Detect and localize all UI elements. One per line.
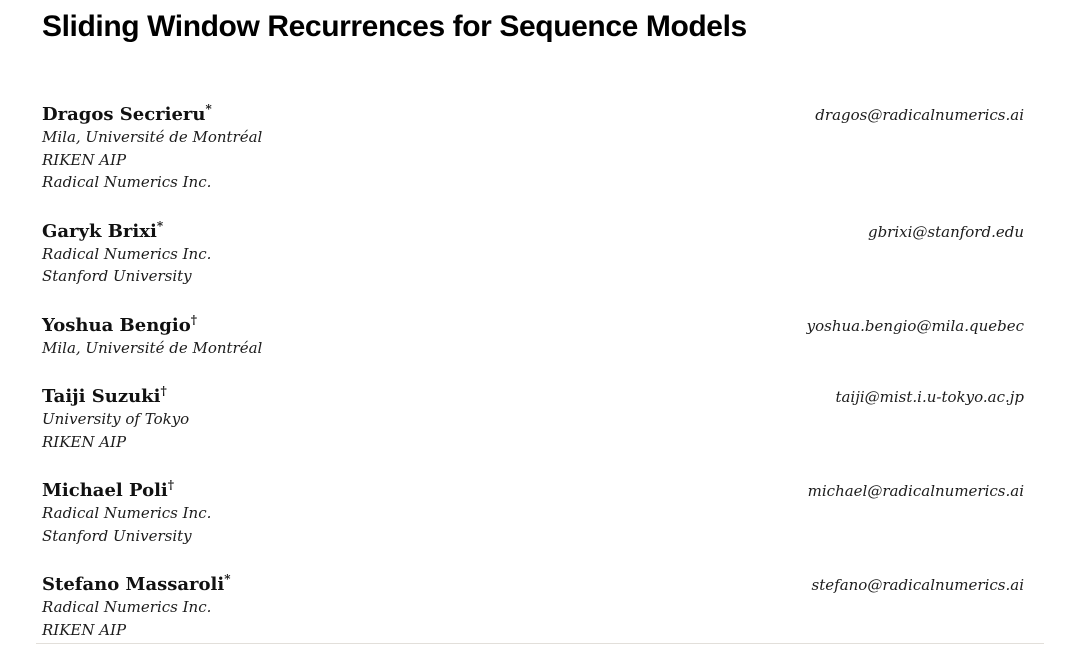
author-affiliation: Stanford University — [42, 267, 192, 285]
author-block: Yoshua Bengio†Mila, Université de Montré… — [42, 314, 1024, 360]
author-name: Michael Poli† — [42, 479, 1024, 502]
author-name-text: Michael Poli — [42, 480, 168, 501]
paper-title: Sliding Window Recurrences for Sequence … — [42, 10, 747, 43]
author-block: Garyk Brixi*Radical Numerics Inc.Stanfor… — [42, 220, 1024, 288]
author-affiliation: Radical Numerics Inc. — [42, 598, 212, 616]
author-footnote-marker: † — [160, 384, 167, 398]
author-name: Taiji Suzuki† — [42, 385, 1024, 408]
author-name: Garyk Brixi* — [42, 220, 1024, 243]
author-footnote-marker: * — [205, 102, 212, 116]
author-name-text: Stefano Massaroli — [42, 574, 225, 595]
author-affiliation: RIKEN AIP — [42, 620, 127, 639]
footnote-rule — [36, 643, 1044, 644]
author-affiliation: Mila, Université de Montréal — [42, 128, 263, 146]
author-affiliation: Radical Numerics Inc. — [42, 173, 212, 191]
author-name-text: Taiji Suzuki — [42, 386, 161, 407]
author-affiliation: RIKEN AIP — [42, 432, 127, 451]
author-footnote-marker: * — [224, 572, 231, 586]
author-email: dragos@radicalnumerics.ai — [815, 106, 1024, 124]
author-email: michael@radicalnumerics.ai — [807, 482, 1024, 500]
author-email: taiji@mist.i.u-tokyo.ac.jp — [835, 388, 1024, 406]
author-name: Yoshua Bengio† — [42, 314, 1024, 337]
author-affiliation: University of Tokyo — [42, 410, 190, 428]
author-footnote-marker: * — [156, 218, 164, 233]
author-email: yoshua.bengio@mila.quebec — [806, 316, 1024, 335]
author-name: Stefano Massaroli* — [42, 573, 1024, 596]
author-block: Stefano Massaroli* Radical Numerics Inc. R… — [42, 573, 1024, 641]
author-block: Michael Poli† Radical Numerics Inc. Stanfo… — [42, 479, 1024, 547]
author-name-text: Garyk Brixi — [42, 220, 157, 242]
author-footnote-marker: † — [167, 478, 175, 492]
author-affiliation: Radical Numerics Inc. — [42, 504, 212, 522]
author-name: Dragos Secrieru* — [42, 103, 1024, 126]
author-email: stefano@radicalnumerics.ai — [811, 576, 1024, 594]
author-affiliation: Mila, Université de Montréal — [42, 338, 263, 357]
author-list: Dragos Secrieru*Mila, Université de Mont… — [42, 103, 1024, 641]
author-name-text: Yoshua Bengio — [42, 314, 191, 336]
author-affiliation: RIKEN AIP — [42, 150, 127, 169]
author-footnote-marker: † — [190, 312, 197, 327]
author-affiliation: Stanford University — [42, 526, 192, 545]
author-affiliation: Radical Numerics Inc. — [42, 244, 212, 263]
author-block: Dragos Secrieru* Mila, Université de Mont… — [42, 103, 1024, 194]
author-email: gbrixi@stanford.edu — [867, 222, 1024, 241]
author-name-text: Dragos Secrieru — [42, 104, 206, 125]
